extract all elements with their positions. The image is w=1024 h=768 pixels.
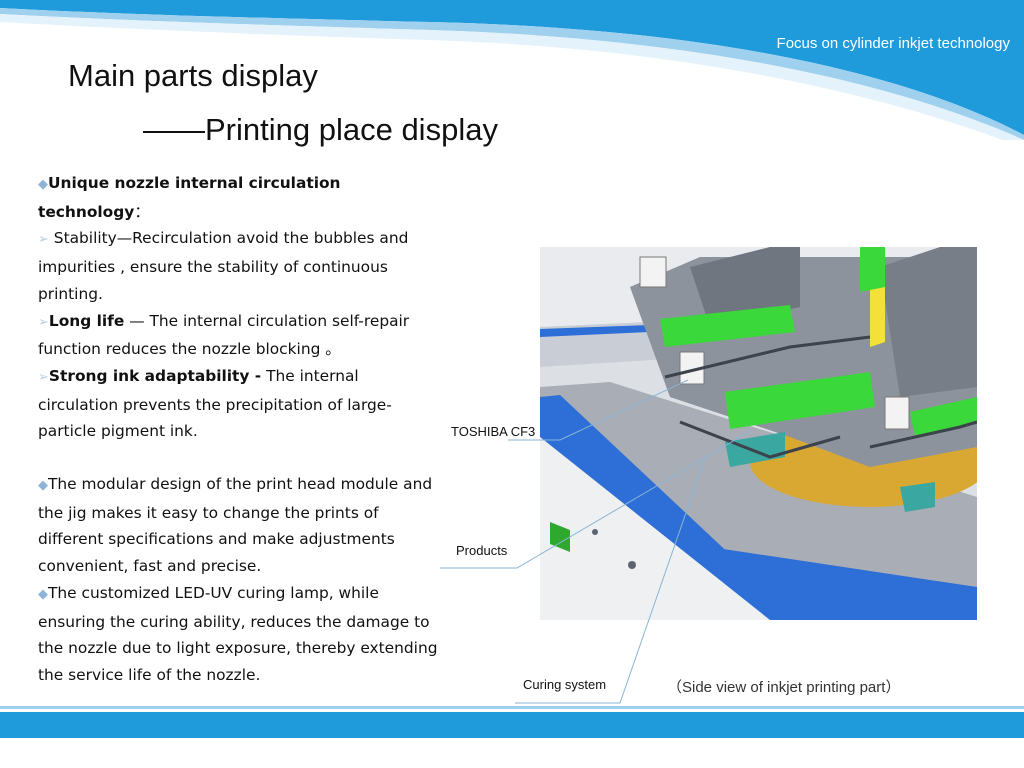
paragraph-text: — The internal circulation self-repair f…: [38, 311, 410, 359]
callout-curing-system: Curing system: [523, 677, 607, 692]
arrow-bullet-icon: ➢: [38, 369, 49, 385]
arrow-bullet-icon: ➢: [38, 314, 49, 330]
footer-bar: [0, 712, 1024, 738]
footer-accent-line: [0, 706, 1024, 709]
page-subtitle: ——Printing place display: [143, 112, 498, 147]
machine-illustration: [540, 247, 977, 620]
paragraph-colon: ：: [134, 202, 150, 221]
paragraph-ink-adaptability: ➢Strong ink adaptability - The internal …: [38, 363, 443, 445]
paragraph-curing-lamp: ◆The customized LED-UV curing lamp, whil…: [38, 580, 443, 689]
diamond-bullet-icon: ◆: [38, 177, 48, 192]
header-tagline: Focus on cylinder inkjet technology: [776, 35, 1010, 52]
paragraph-text: The modular design of the print head mod…: [38, 475, 433, 576]
header-banner: [0, 0, 1024, 140]
page-title: Main parts display: [68, 58, 318, 93]
paragraph-text: The internal circulation prevents the pr…: [38, 366, 392, 441]
paragraph-nozzle-circulation: ◆Unique nozzle internal circulation tech…: [38, 170, 443, 225]
diamond-bullet-icon: ◆: [38, 478, 48, 494]
paragraph-stability: ➢ Stability—Recirculation avoid the bubb…: [38, 225, 443, 307]
paragraph-text: The customized LED-UV curing lamp, while…: [38, 583, 438, 684]
image-caption: （Side view of inkjet printing part）: [667, 679, 901, 696]
paragraph-heading: Strong ink adaptability -: [48, 366, 262, 385]
callout-products: Products: [456, 543, 508, 558]
paragraph-text: Stability—Recirculation avoid the bubble…: [38, 229, 409, 303]
paragraph-modular-design: ◆The modular design of the print head mo…: [38, 471, 443, 580]
callout-toshiba: TOSHIBA CF3: [451, 424, 536, 439]
paragraph-long-life: ➢Long life — The internal circulation se…: [38, 308, 443, 363]
diamond-bullet-icon: ◆: [38, 586, 48, 602]
arrow-bullet-icon: ➢: [38, 232, 49, 248]
content-body: ◆Unique nozzle internal circulation tech…: [38, 170, 443, 689]
paragraph-heading: Unique nozzle internal circulation techn…: [38, 174, 341, 221]
paragraph-heading: Long life: [48, 311, 125, 330]
